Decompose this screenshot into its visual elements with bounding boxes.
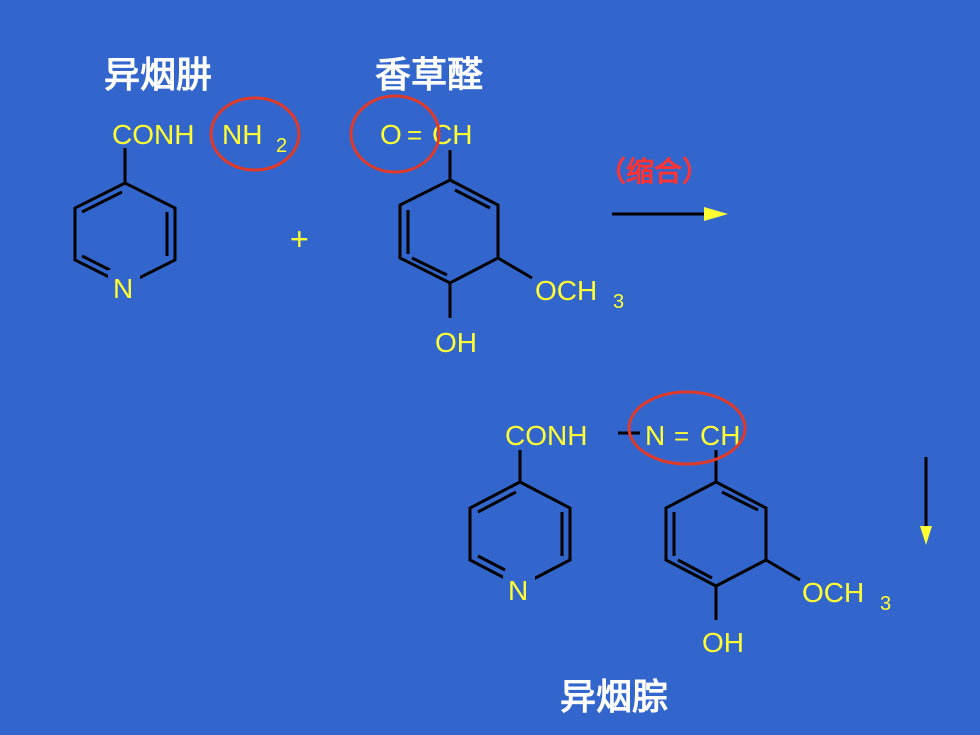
product-n-bg xyxy=(503,572,535,602)
vanillin-structure xyxy=(398,150,533,318)
product-oh: OH xyxy=(702,627,744,658)
condensation-label: （缩合） xyxy=(598,155,711,188)
vanillin-sub3: 3 xyxy=(613,291,624,313)
vanillin-double-bond: = xyxy=(407,120,422,150)
product-label: 异烟腙 xyxy=(560,676,669,718)
product-och3: OCH xyxy=(802,577,864,608)
reaction-arrow-down xyxy=(920,457,932,545)
vanillin-och3: OCH xyxy=(535,275,597,306)
isoniazid-ring-n: N xyxy=(113,273,133,304)
highlight-circle-nh2 xyxy=(209,96,301,172)
product-conh: CONH xyxy=(505,420,587,451)
product-double-bond: = xyxy=(674,421,689,451)
product-ring-n: N xyxy=(508,575,528,606)
product-n: N xyxy=(645,420,665,451)
isoniazid-label: 异烟肼 xyxy=(104,54,213,96)
reaction-arrow-right xyxy=(612,207,728,221)
isoniazid-structure xyxy=(73,148,177,287)
isoniazid-nh2: NH xyxy=(222,119,262,150)
isoniazid-sub2: 2 xyxy=(276,135,287,157)
isoniazid-n-bg xyxy=(108,270,140,300)
vanillin-o: O xyxy=(380,119,402,150)
product-sub3: 3 xyxy=(880,593,891,615)
vanillin-oh: OH xyxy=(435,327,477,358)
isoniazid-conh: CONH xyxy=(112,119,194,150)
highlight-circle-o xyxy=(349,94,441,174)
plus-sign: + xyxy=(290,221,309,257)
vanillin-label: 香草醛 xyxy=(375,54,484,96)
product-ch: CH xyxy=(700,420,740,451)
highlight-circle-n-ch xyxy=(627,390,747,466)
